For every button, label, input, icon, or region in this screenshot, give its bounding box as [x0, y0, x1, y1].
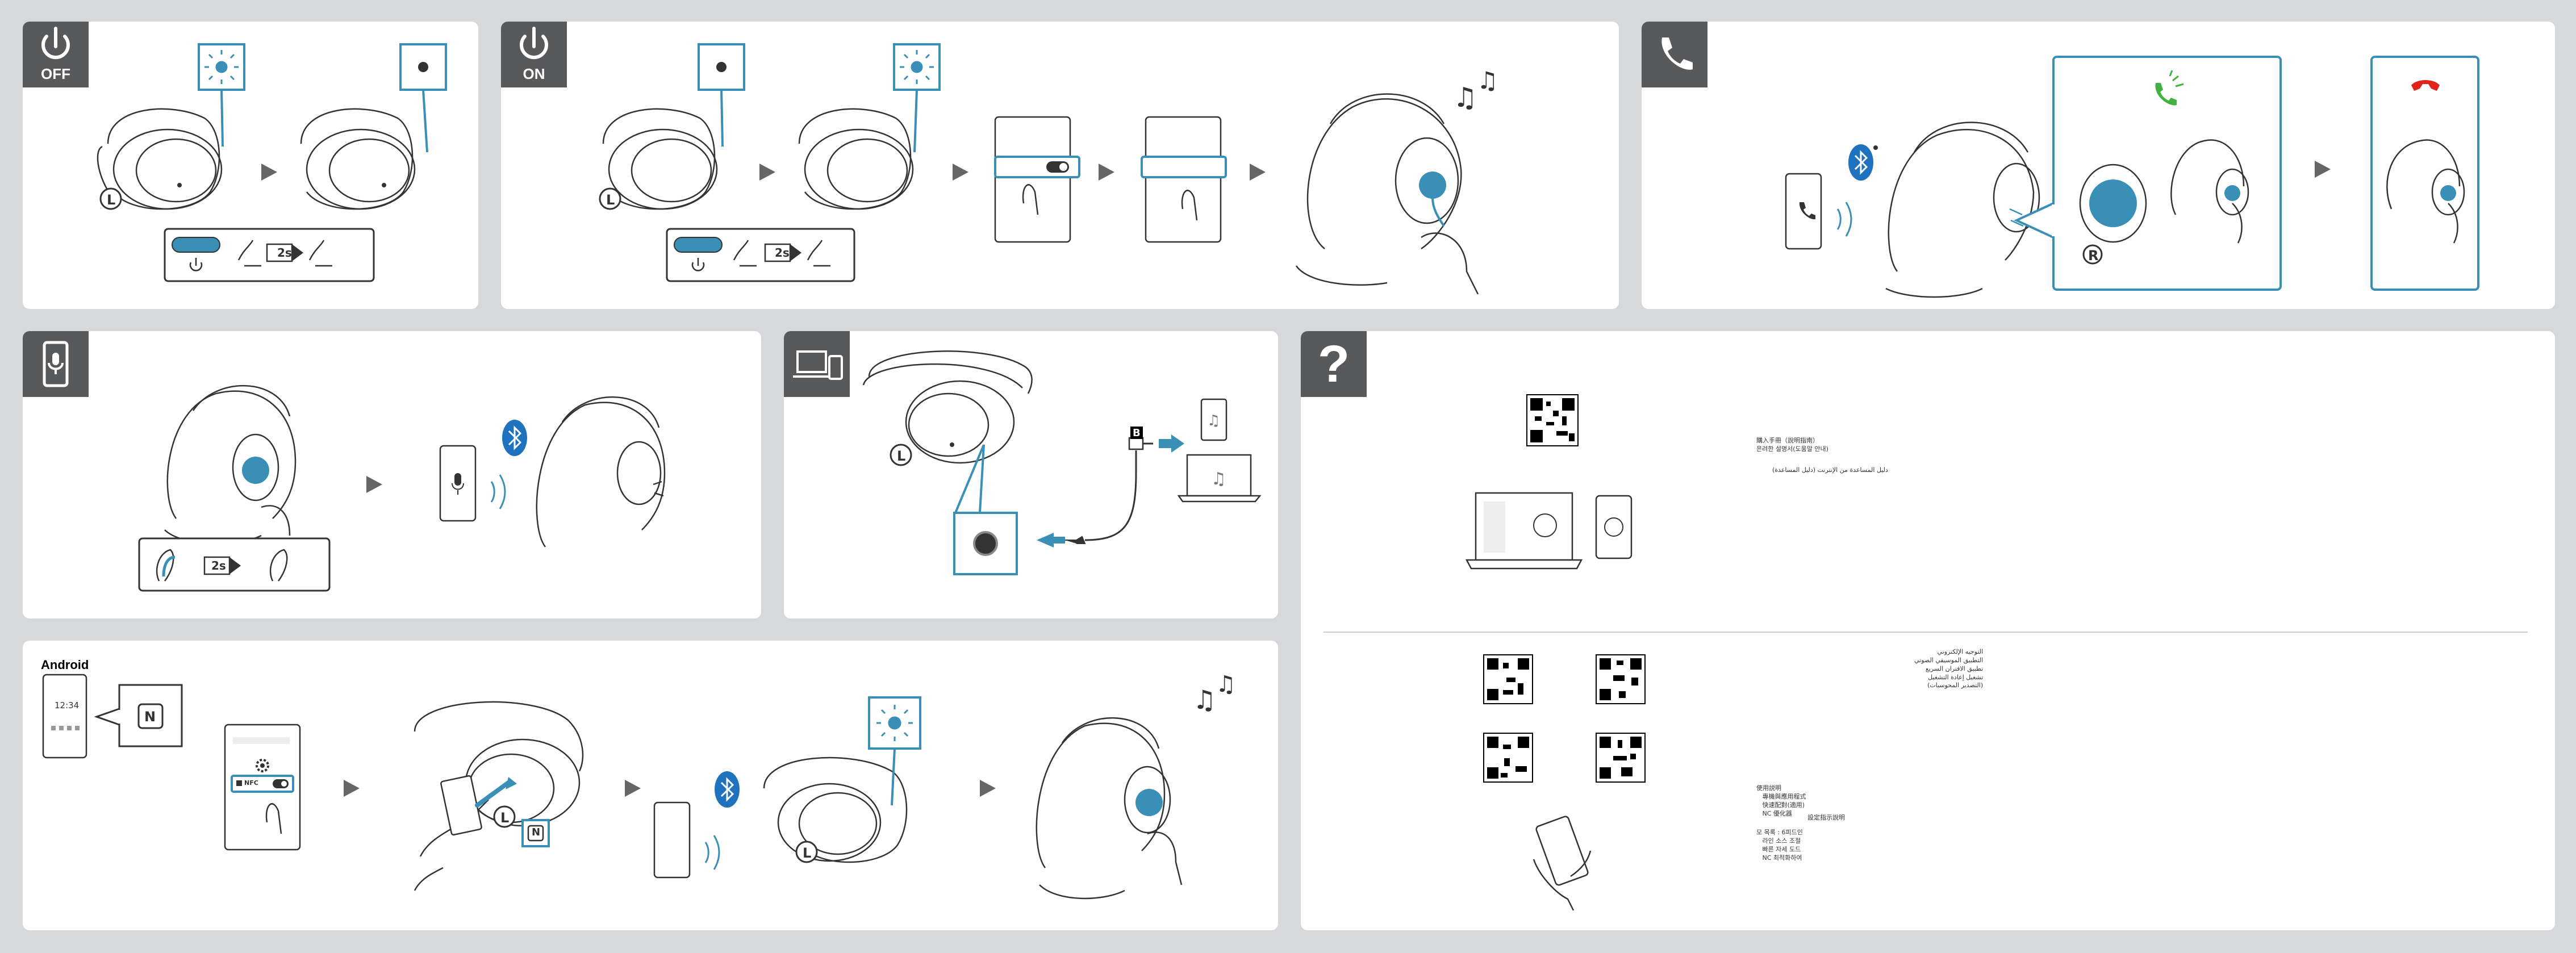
- svg-text:♫: ♫: [1193, 684, 1216, 715]
- svg-text:♫: ♫: [1207, 412, 1220, 429]
- help-badge: ?: [1301, 331, 1367, 397]
- help-text-3: التوجيه الإلكتروني التطبيق الموسيقي الصو…: [1914, 648, 1984, 689]
- call-illustration: [1785, 56, 2479, 298]
- right-marker: R: [2088, 248, 2099, 264]
- power-off-panel: OFF: [23, 22, 478, 309]
- jack-b-marker: B: [1133, 427, 1141, 439]
- head-with-headphones: [1295, 93, 1479, 295]
- power-on-illustration: ♫ ♫: [599, 43, 1498, 295]
- computer-phone-icon: [793, 350, 843, 380]
- gear-icon: [256, 759, 269, 772]
- call-end-icon: [2411, 80, 2440, 91]
- voice-illustration: [138, 385, 666, 592]
- cable-illustration: ♫ ♫: [862, 350, 1262, 575]
- bluetooth-icon: [502, 420, 527, 456]
- android-phone-icon: [42, 674, 87, 759]
- power-on-panel: ON: [501, 22, 1619, 309]
- android-clock: 12:34: [55, 700, 80, 710]
- nfc-mark: N: [144, 709, 156, 725]
- arrow-icon: [2315, 161, 2331, 178]
- headphone-on-2: [798, 108, 914, 210]
- svg-text:♫: ♫: [1211, 469, 1226, 489]
- nfc-icon: [137, 703, 164, 729]
- help-text-5: 設定指示說明: [1807, 814, 1845, 821]
- arrow-icon: [366, 476, 382, 493]
- help-panel: ? 購入手冊（說明指南） 은려한 설명서(도움말 안내) دليل المساع…: [1301, 331, 2555, 930]
- help-text-6: 모 목록 : 6피드인 라인 소스 조절 빠른 자세 도드 NC 최적화하여: [1756, 829, 1803, 862]
- power-on-badge: ON: [501, 22, 567, 87]
- qr-codes-grid: [1483, 654, 1646, 783]
- svg-text:♫: ♫: [1477, 66, 1498, 94]
- left-marker-2: L: [803, 845, 812, 861]
- headphone-on-1: [602, 108, 718, 210]
- power-icon: [520, 27, 548, 60]
- svg-text:♫: ♫: [1216, 671, 1236, 697]
- nfc-label: NFC: [244, 779, 258, 787]
- voice-badge: [23, 331, 89, 397]
- timer-label: 2s: [775, 246, 790, 260]
- left-marker: L: [500, 810, 510, 826]
- cable-badge: [784, 331, 850, 397]
- led-blink-icon: [900, 50, 934, 84]
- help-text-2: دليل المساعدة من الإنترنت (دليل المساعدة…: [1772, 466, 1888, 474]
- timer-label: 2s: [211, 559, 226, 572]
- help-text-4: 使用説明 專機與應用程式 快速配對(適用) NC 優化器: [1756, 784, 1806, 817]
- smartphone-icon: [1595, 495, 1633, 559]
- headphone-side: [862, 350, 1033, 464]
- led-blink-icon: [204, 50, 239, 84]
- android-nfc-panel: Android: [23, 641, 1278, 930]
- power-off-illustration: [97, 43, 447, 282]
- call-badge: [1642, 22, 1707, 87]
- music-note-icon: ♫ ♫: [1453, 66, 1498, 114]
- bluetooth-icon: [715, 771, 740, 808]
- left-marker: L: [897, 448, 906, 464]
- led-off-icon: [418, 62, 428, 72]
- off-label: OFF: [41, 65, 70, 82]
- on-label: ON: [523, 65, 545, 82]
- call-accept-icon: [2155, 70, 2184, 106]
- headphone-left-2: [300, 108, 416, 210]
- left-marker: L: [606, 192, 615, 208]
- android-title: Android: [41, 658, 89, 672]
- cable-panel: ♫ ♫ L B: [784, 331, 1278, 618]
- bluetooth-icon: [1848, 144, 1873, 181]
- power-off-badge: OFF: [23, 22, 89, 87]
- hand-phone-icon: [1533, 816, 1592, 911]
- help-text-1: 購入手冊（說明指南） 은려한 설명서(도움말 안내): [1756, 437, 1828, 453]
- microphone-phone-icon: [43, 341, 69, 387]
- phone-screen-2: [1145, 116, 1222, 243]
- led-blink-icon: [876, 705, 913, 741]
- phone-screen-1: [994, 116, 1071, 243]
- arrow-icon: [261, 164, 277, 181]
- qr-code-icon: [1526, 394, 1579, 446]
- smartphone-icon: [653, 801, 691, 879]
- help-illustration: [1324, 394, 2528, 911]
- android-illustration: ♫ ♫: [42, 671, 1236, 900]
- left-marker: L: [107, 192, 116, 208]
- power-icon: [41, 27, 70, 60]
- voice-assist-panel: 2s: [23, 331, 761, 618]
- phone-icon: [1661, 37, 1693, 70]
- svg-text:♫: ♫: [1453, 82, 1477, 114]
- audio-jack-icon: [973, 531, 998, 556]
- nfc-mark-small: N: [532, 826, 541, 838]
- timer-label: 2s: [277, 246, 292, 260]
- call-panel: R: [1642, 22, 2555, 309]
- power-button-shape: [172, 237, 220, 253]
- head-listening: [1885, 122, 2040, 298]
- smartphone-icon: [1200, 398, 1228, 441]
